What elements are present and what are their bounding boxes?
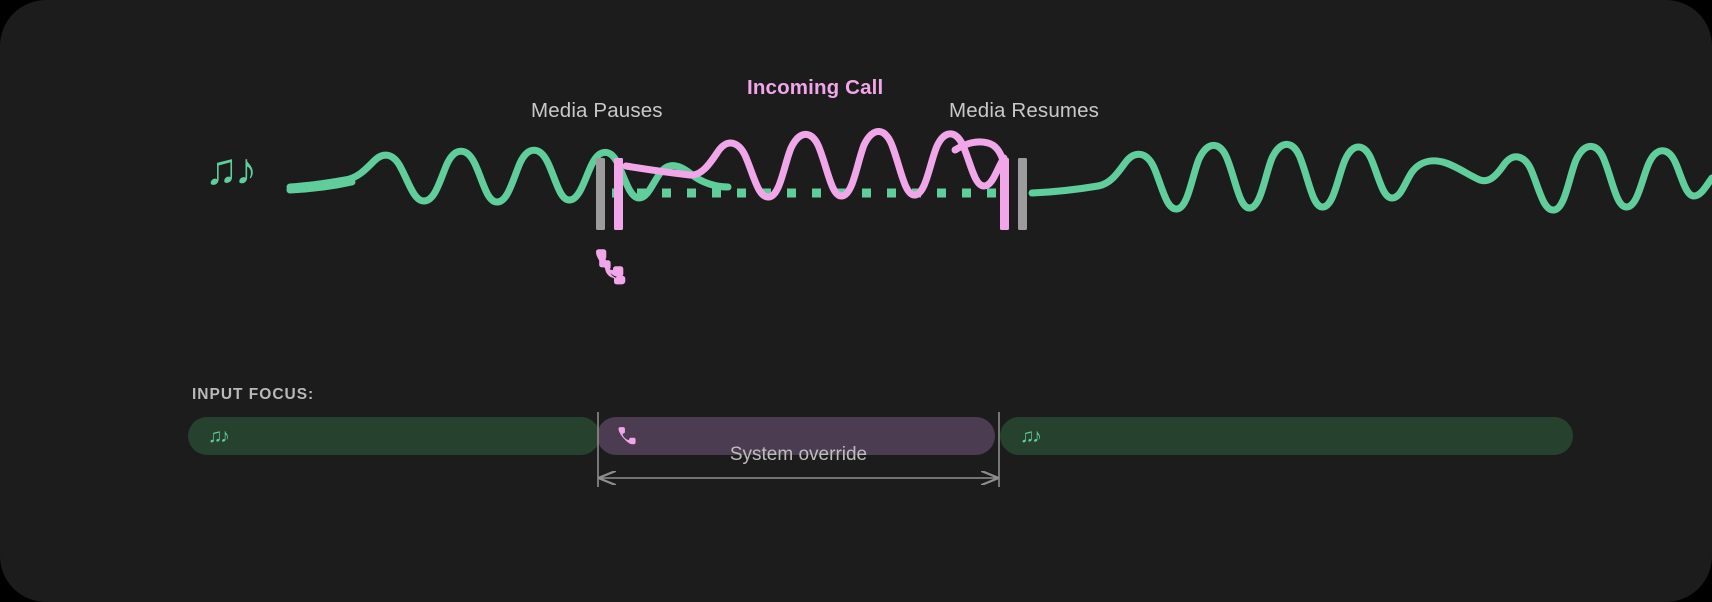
pause-marker-gray-icon — [596, 158, 605, 230]
input-focus-label: INPUT FOCUS: — [192, 386, 315, 403]
pause-marker-call-icon — [614, 158, 623, 230]
phone-handset-icon — [596, 249, 624, 277]
resume-marker-gray-icon — [1018, 158, 1027, 230]
focus-pill-media-after[interactable]: ♫♪ — [1000, 417, 1573, 455]
waveform-media-after — [1028, 140, 1712, 214]
music-note-icon: ♫♪ — [205, 145, 257, 194]
input-focus-section: INPUT FOCUS: ♫♪ ♫♪ — [0, 378, 1712, 538]
waveform-graphic — [286, 128, 1712, 285]
waveform-incoming-call-main — [622, 128, 1008, 201]
phone-icon — [599, 256, 626, 285]
focus-pill-media-before[interactable]: ♫♪ — [188, 417, 600, 455]
music-note-icon: ♫♪ — [1020, 425, 1042, 447]
music-note-icon: ♫♪ — [208, 425, 230, 447]
waveform-call-tail — [951, 138, 1007, 164]
override-bracket-graphic — [597, 412, 1000, 487]
focus-pill-call[interactable] — [597, 417, 995, 455]
label-incoming-call: Incoming Call — [747, 76, 884, 99]
waveform-media-leadin — [286, 178, 356, 194]
label-media-pauses: Media Pauses — [531, 99, 663, 122]
waveform-media-before-main — [286, 146, 732, 206]
resume-marker-call-icon — [1000, 158, 1009, 230]
system-override-measure: System override — [0, 378, 1712, 538]
label-media-resumes: Media Resumes — [949, 99, 1100, 122]
phone-icon — [617, 426, 637, 446]
audio-timeline: Media Pauses Incoming Call Media Resumes… — [205, 76, 1712, 285]
